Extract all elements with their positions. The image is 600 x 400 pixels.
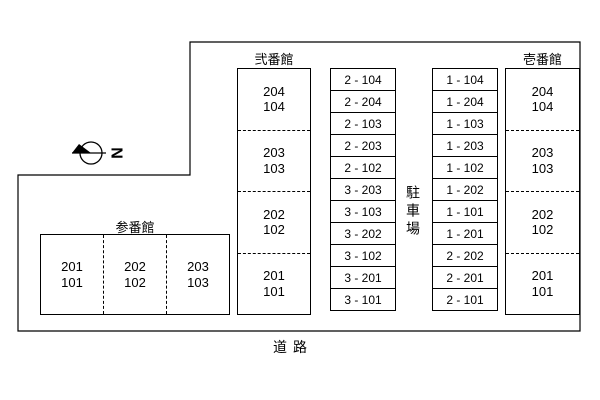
parking-column-left: 2 - 104 2 - 204 2 - 103 2 - 203 2 - 102 … (330, 68, 396, 311)
compass-flag-icon (72, 144, 91, 153)
unit-number-upper: 203 (531, 145, 554, 161)
building-nibankan: 204 104 203 103 202 102 201 101 (237, 68, 311, 315)
parking-stall: 3 - 102 (330, 244, 396, 267)
unit-number-upper: 202 (263, 206, 285, 222)
parking-stall: 3 - 202 (330, 222, 396, 245)
unit-cell: 204 104 (238, 69, 310, 130)
north-label: N (108, 147, 125, 159)
unit-number-upper: 201 (263, 268, 285, 284)
unit-cell: 201 101 (238, 252, 310, 315)
unit-number-lower: 102 (531, 222, 554, 238)
parking-stall: 1 - 101 (432, 200, 498, 223)
parking-stall: 1 - 204 (432, 90, 498, 113)
parking-stall: 3 - 203 (330, 178, 396, 201)
parking-stall: 2 - 202 (432, 244, 498, 267)
unit-number-lower: 103 (187, 274, 209, 290)
parking-stall: 1 - 203 (432, 134, 498, 157)
unit-number-lower: 102 (263, 222, 285, 238)
unit-number-lower: 101 (61, 274, 83, 290)
building-ichibankan-label: 壱番館 (522, 52, 562, 67)
unit-cell: 201 101 (506, 252, 579, 315)
boundary-line (17, 41, 581, 332)
parking-stall: 1 - 103 (432, 112, 498, 135)
unit-number-lower: 101 (531, 283, 554, 299)
parking-column-right: 1 - 104 1 - 204 1 - 103 1 - 203 1 - 102 … (432, 68, 498, 311)
unit-number-upper: 203 (263, 145, 285, 161)
unit-number-lower: 101 (263, 283, 285, 299)
unit-number-lower: 103 (263, 160, 285, 176)
unit-number-lower: 104 (263, 99, 285, 115)
parking-area-label: 駐車場 (405, 185, 421, 239)
building-sanbankan-label: 参番館 (115, 220, 155, 235)
unit-cell: 202 102 (506, 191, 579, 253)
parking-stall: 1 - 102 (432, 156, 498, 179)
unit-cell: 204 104 (506, 69, 579, 130)
unit-number-upper: 204 (263, 83, 285, 99)
building-nibankan-label: 弐番館 (254, 52, 294, 67)
unit-cell: 202 102 (238, 191, 310, 253)
parking-stall: 2 - 103 (330, 112, 396, 135)
unit-cell: 203 103 (166, 235, 229, 314)
parking-stall: 3 - 103 (330, 200, 396, 223)
north-indicator: N (72, 141, 125, 165)
parking-stall: 2 - 201 (432, 266, 498, 289)
unit-number-upper: 201 (61, 258, 83, 274)
parking-stall: 2 - 203 (330, 134, 396, 157)
unit-number-lower: 104 (531, 99, 554, 115)
unit-number-upper: 201 (531, 268, 554, 284)
unit-number-lower: 102 (124, 274, 146, 290)
unit-cell: 203 103 (506, 129, 579, 192)
parking-stall: 2 - 102 (330, 156, 396, 179)
unit-number-lower: 103 (531, 160, 554, 176)
parking-stall: 1 - 201 (432, 222, 498, 245)
unit-number-upper: 202 (124, 258, 146, 274)
parking-stall: 3 - 101 (330, 288, 396, 311)
parking-stall: 2 - 104 (330, 68, 396, 91)
unit-number-upper: 203 (187, 258, 209, 274)
unit-cell: 203 103 (238, 129, 310, 192)
parking-stall: 1 - 202 (432, 178, 498, 201)
unit-cell: 202 102 (103, 235, 166, 314)
parking-stall: 1 - 104 (432, 68, 498, 91)
building-ichibankan: 204 104 203 103 202 102 201 101 (505, 68, 580, 315)
parking-stall: 2 - 101 (432, 288, 498, 311)
unit-number-upper: 204 (531, 83, 554, 99)
parking-stall: 3 - 201 (330, 266, 396, 289)
road-label: 道路 (273, 339, 313, 355)
building-sanbankan: 201 101 202 102 203 103 (40, 234, 230, 315)
unit-cell: 201 101 (41, 235, 103, 314)
parking-stall: 2 - 204 (330, 90, 396, 113)
unit-number-upper: 202 (531, 206, 554, 222)
